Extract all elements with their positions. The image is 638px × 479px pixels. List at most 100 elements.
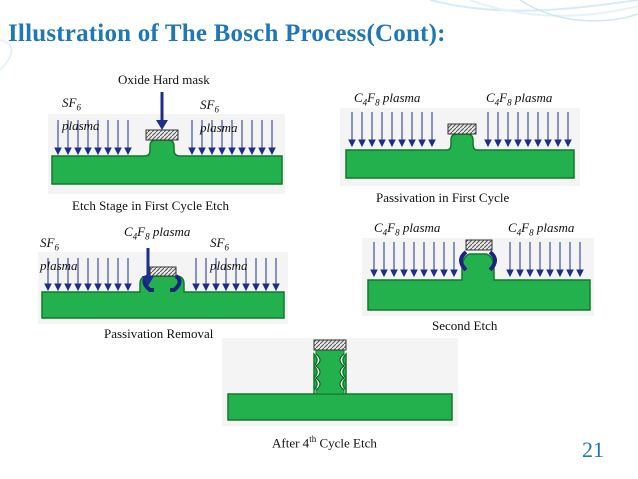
- arrow: [232, 258, 240, 292]
- superscript: th: [309, 434, 317, 444]
- panel1-oxide-hard-mask: [145, 129, 179, 141]
- panel4-right-plasma-arrows: [506, 242, 584, 278]
- arrow: [124, 120, 132, 156]
- arrow: [430, 242, 438, 278]
- arrow: [114, 120, 122, 156]
- text: plasma: [511, 90, 553, 105]
- subscript: 8: [395, 227, 400, 238]
- text: plasma: [399, 220, 441, 235]
- panel1-mask-pointer-arrow: [156, 92, 168, 130]
- arrow: [64, 258, 72, 292]
- panel1-left-plasma-arrows: [54, 120, 132, 156]
- arrow: [378, 112, 386, 148]
- panel3-caption: Passivation Removal: [104, 326, 214, 341]
- panel3-right-plasma-label: SF6 plasma: [210, 234, 248, 274]
- arrow: [212, 258, 220, 292]
- panel3-center-plasma-label: C4F8 plasma: [124, 224, 190, 242]
- subscript: 8: [529, 227, 534, 238]
- arrow: [546, 242, 554, 278]
- arrow: [514, 112, 522, 148]
- arrow: [54, 120, 62, 156]
- arrow: [410, 242, 418, 278]
- subscript: 4: [382, 227, 388, 238]
- subscript: 4: [362, 97, 368, 108]
- arrow: [526, 242, 534, 278]
- arrow: [84, 120, 92, 156]
- arrow: [358, 112, 366, 148]
- arrow: [418, 112, 426, 148]
- arrow: [268, 120, 276, 156]
- subscript: 6: [76, 102, 81, 113]
- subscript: 6: [214, 104, 219, 115]
- panel3-right-passivation-layer: [170, 274, 182, 292]
- panel4-right-passivation-layer: [488, 250, 497, 272]
- arrow: [564, 112, 572, 148]
- arrow: [192, 258, 200, 292]
- arrow: [554, 112, 562, 148]
- arrow: [44, 258, 52, 292]
- arrow: [440, 242, 448, 278]
- text: plasma: [210, 257, 248, 273]
- text: After 4: [272, 435, 310, 451]
- text: plasma: [149, 224, 191, 239]
- slide-title: Illustration of The Bosch Process(Cont):: [8, 20, 446, 47]
- arrow: [54, 258, 62, 292]
- subscript: 4: [516, 227, 522, 238]
- text: SF: [40, 235, 55, 250]
- panel1-right-plasma-label: SF6 plasma: [200, 96, 238, 136]
- arrow: [408, 112, 416, 148]
- arrow: [524, 112, 532, 148]
- arrow: [390, 242, 398, 278]
- arrow: [420, 242, 428, 278]
- subscript: 4: [132, 231, 138, 242]
- panel-second-etch: [362, 238, 594, 316]
- panel4-left-plasma-arrows: [370, 242, 458, 278]
- text: F: [367, 90, 376, 105]
- arrow: [428, 112, 436, 148]
- panel5-silicon-substrate: [227, 352, 453, 421]
- text: plasma: [533, 220, 575, 235]
- arrow: [242, 258, 250, 292]
- subscript: 6: [224, 242, 229, 253]
- arrow: [484, 112, 492, 148]
- arrow: [202, 258, 210, 292]
- arrow: [370, 242, 378, 278]
- panel5-caption: After 4th Cycle Etch: [272, 434, 377, 451]
- arrow: [228, 120, 236, 156]
- subscript: 8: [375, 97, 380, 108]
- arrow: [272, 258, 280, 292]
- text: plasma: [200, 119, 238, 135]
- panel-passivation-removal: [38, 248, 288, 324]
- arrow: [124, 258, 132, 292]
- panel3-right-plasma-arrows: [192, 258, 280, 292]
- arrow: [388, 112, 396, 148]
- panel5-oxide-hard-mask: [313, 339, 347, 351]
- panel2-oxide-hard-mask: [447, 123, 477, 135]
- arrow: [94, 258, 102, 292]
- panel4-right-plasma-label: C4F8 plasma: [508, 220, 574, 238]
- subscript: 8: [145, 231, 150, 242]
- text: plasma: [379, 90, 421, 105]
- text: F: [521, 220, 530, 235]
- panel-etch-first-cycle: [48, 92, 285, 194]
- arrow: [198, 120, 206, 156]
- arrow: [104, 120, 112, 156]
- panel1-mask-label: Oxide Hard mask: [118, 72, 210, 87]
- arrow: [400, 242, 408, 278]
- arrow: [380, 242, 388, 278]
- panel4-caption: Second Etch: [432, 318, 498, 333]
- corner-swirl-decoration: [0, 0, 638, 71]
- arrow: [544, 112, 552, 148]
- text: Cycle Etch: [316, 435, 377, 451]
- panel2-left-plasma-label: C4F8 plasma: [354, 90, 420, 108]
- arrow: [74, 258, 82, 292]
- arrow: [504, 112, 512, 148]
- arrow: [368, 112, 376, 148]
- arrow: [258, 120, 266, 156]
- arrow: [566, 242, 574, 278]
- panel4-left-plasma-label: C4F8 plasma: [374, 220, 440, 238]
- arrow: [208, 120, 216, 156]
- arrow: [114, 258, 122, 292]
- arrow: [576, 242, 584, 278]
